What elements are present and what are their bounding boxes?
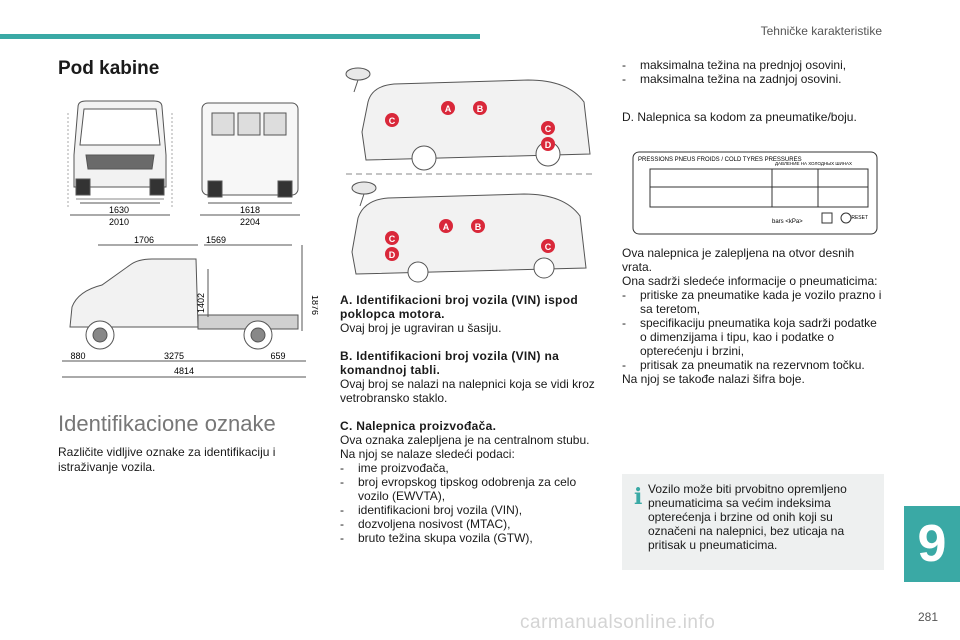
steering-wheel-icon	[345, 67, 371, 93]
front-track-label: 1630	[109, 205, 129, 215]
block-a-text: Ovaj broj je ugraviran u šasiju.	[340, 321, 502, 335]
axle-weight-list: maksimalna težina na prednjoj osovini, m…	[622, 58, 884, 86]
header-title: Tehničke karakteristike	[760, 24, 882, 38]
intro-text: Različite vidljive oznake za identifikac…	[58, 445, 276, 474]
marker-c-top-left: C	[385, 113, 399, 127]
tyre-warning-icon	[840, 212, 852, 224]
svg-text:C: C	[545, 124, 552, 134]
block-c-text1: Ova oznaka zalepljena je na centralnom s…	[340, 433, 590, 447]
d-text3: Na njoj se takođe nalazi šifra boje.	[622, 372, 805, 386]
block-c-text2: Na njoj se nalaze sledeći podaci:	[340, 447, 515, 461]
watermark: carmanualsonline.info	[520, 612, 716, 633]
block-a-title: A. Identifikacioni broj vozila (VIN) isp…	[340, 293, 578, 321]
block-c-list: ime proizvođača, broj evropskog tipskog …	[340, 461, 602, 545]
info-box	[622, 474, 884, 570]
svg-text:C: C	[545, 242, 552, 252]
svg-text:D: D	[389, 250, 396, 260]
wheelbase-label: 3275	[164, 351, 184, 361]
marker-b-bottom: B	[471, 219, 485, 233]
tyre-label-bars: bars <kPa>	[772, 219, 803, 225]
cab-length-label: 1706	[134, 235, 154, 245]
block-b-title: B. Identifikacioni broj vozila (VIN) na …	[340, 349, 560, 377]
tyre-info-list: pritiske za pneumatike kada je vozilo pr…	[622, 288, 884, 372]
chapter-tab: 9	[904, 506, 960, 582]
svg-text:C: C	[389, 234, 396, 244]
middle-column: A. Identifikacioni broj vozila (VIN) isp…	[340, 293, 602, 559]
list-item: ime proizvođača,	[340, 461, 602, 475]
marker-c-bottom-left: C	[385, 231, 399, 245]
steering-wheel-icon-2	[351, 181, 377, 207]
block-c-title: C. Nalepnica proizvođača.	[340, 419, 497, 433]
svg-text:C: C	[389, 116, 396, 126]
right-column-top: maksimalna težina na prednjoj osovini, m…	[622, 58, 884, 124]
section-title: Pod kabine	[58, 58, 160, 79]
front-overhang-label: 880	[70, 351, 85, 361]
subsection-title: Identifikacione oznake	[58, 411, 276, 436]
total-height-label: 1876	[310, 295, 318, 315]
marker-a-bottom: A	[439, 219, 453, 233]
marker-c-bottom-right: C	[541, 239, 555, 253]
tyre-label-reset: RESET	[851, 215, 868, 221]
marker-c-top-right: C	[541, 121, 555, 135]
box-length-label: 1569	[206, 235, 226, 245]
svg-text:A: A	[445, 104, 452, 114]
tyre-label-cyrillic: ДАВЛЕНИЕ НА ХОЛОДНЫХ ШИНАХ	[775, 161, 852, 166]
info-box-text: Vozilo može biti prvobitno opremljeno pn…	[648, 482, 847, 552]
list-item: pritiske za pneumatike kada je vozilo pr…	[622, 288, 884, 316]
marker-a-top: A	[441, 101, 455, 115]
page-number: 281	[917, 610, 938, 624]
rear-view	[200, 102, 300, 216]
list-item: pritisak za pneumatik na rezervnom točku…	[622, 358, 884, 372]
block-d-title: D. Nalepnica sa kodom za pneumatike/boju…	[622, 110, 857, 124]
tyre-pressure-label: PRESSIONS PNEUS FROIDS / COLD TYRES PRES…	[632, 151, 878, 235]
list-item: specifikaciju pneumatika koja sadrži pod…	[622, 316, 884, 358]
side-view	[62, 244, 306, 378]
marker-d-bottom: D	[385, 247, 399, 261]
right-column-bottom: Ova nalepnica je zalepljena na otvor des…	[622, 246, 884, 386]
info-icon: i	[634, 484, 643, 510]
marker-b-top: B	[473, 101, 487, 115]
svg-text:A: A	[443, 222, 450, 232]
list-item: identifikacioni broj vozila (VIN),	[340, 503, 602, 517]
d-text1: Ova nalepnica je zalepljena na otvor des…	[622, 246, 855, 274]
block-b-text: Ovaj broj se nalazi na nalepnici koja se…	[340, 377, 595, 405]
svg-text:D: D	[545, 140, 552, 150]
list-item: broj evropskog tipskog odobrenja za celo…	[340, 475, 602, 503]
total-length-label: 4814	[174, 366, 194, 376]
list-item: bruto težina skupa vozila (GTW),	[340, 531, 602, 545]
rear-width-label: 2204	[240, 217, 260, 227]
rear-overhang-label: 659	[270, 351, 285, 361]
list-item: maksimalna težina na prednjoj osovini,	[622, 58, 884, 72]
rear-track-label: 1618	[240, 205, 260, 215]
list-item: dozvoljena nosivost (MTAC),	[340, 517, 602, 531]
svg-text:B: B	[475, 222, 482, 232]
list-item: maksimalna težina na zadnjoj osovini.	[622, 72, 884, 86]
d-text2: Ona sadrži sledeće informacije o pneumat…	[622, 274, 878, 288]
van-bottom	[351, 193, 587, 283]
header-accent-bar	[0, 34, 480, 39]
svg-text:B: B	[477, 104, 484, 114]
marker-d-top: D	[541, 137, 555, 151]
front-view	[67, 100, 173, 216]
van-top	[361, 79, 591, 171]
front-width-label: 2010	[109, 217, 129, 227]
vehicle-dimensions-diagram: 1630 2010 1618 2204 1706 1569 1402 1876 …	[62, 100, 318, 378]
box-height-label: 1402	[196, 293, 206, 313]
tyre-label-heading: PRESSIONS PNEUS FROIDS / COLD TYRES PRES…	[638, 157, 802, 163]
identification-locations-diagram: A B C C D A B C D C	[345, 67, 596, 283]
